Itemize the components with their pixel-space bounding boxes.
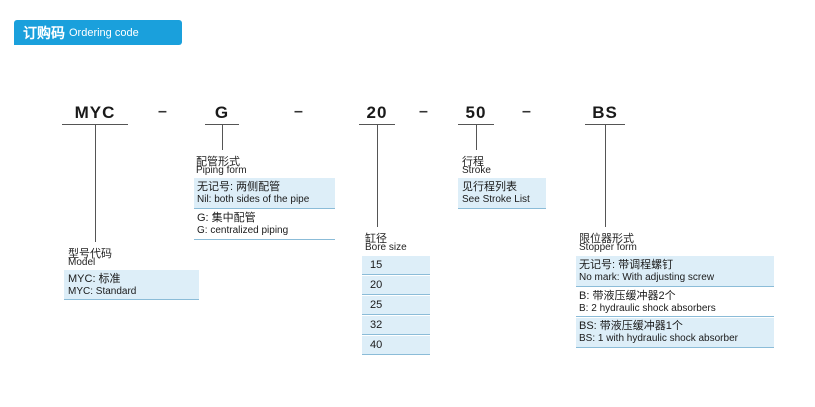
bore-label-en: Bore size <box>365 242 407 253</box>
code-segment-bore: 20 <box>366 103 388 122</box>
option-cn: 无记号: 两侧配管 <box>197 181 281 193</box>
piping-option-g: G: 集中配管 G: centralized piping <box>194 210 335 240</box>
bore-list: 15 20 25 32 40 <box>362 256 430 355</box>
stopper-option-no-mark: 无记号: 带调程螺钉 No mark: With adjusting screw <box>576 256 774 287</box>
option-cn: 见行程列表 <box>462 181 517 193</box>
connector-stroke <box>476 124 477 150</box>
code-segment-piping: G <box>214 103 230 122</box>
stopper-option-b: B: 带液压缓冲器2个 B: 2 hydraulic shock absorbe… <box>576 288 774 317</box>
model-option-standard: MYC: 标准 MYC: Standard <box>64 270 199 300</box>
option-en: B: 2 hydraulic shock absorbers <box>579 303 716 314</box>
option-cn: G: 集中配管 <box>197 212 256 224</box>
option-en: Nil: both sides of the pipe <box>197 194 310 205</box>
stopper-option-bs: BS: 带液压缓冲器1个 BS: 1 with hydraulic shock … <box>576 318 774 348</box>
option-en: No mark: With adjusting screw <box>579 272 715 283</box>
stroke-label-en: Stroke <box>462 165 491 176</box>
stopper-label-en: Stopper form <box>579 242 637 253</box>
code-dash-1: – <box>158 103 167 120</box>
piping-label-en: Piping form <box>196 165 247 176</box>
option-en: BS: 1 with hydraulic shock absorber <box>579 333 738 344</box>
stroke-label-cn: 行程 <box>462 156 484 168</box>
option-cn: MYC: 标准 <box>68 273 121 285</box>
piping-label-cn: 配管形式 <box>196 156 240 168</box>
code-segment-stopper: BS <box>592 103 618 122</box>
bore-value: 32 <box>362 316 430 335</box>
piping-option-nil: 无记号: 两侧配管 Nil: both sides of the pipe <box>194 178 335 209</box>
connector-model <box>95 124 96 242</box>
option-en: See Stroke List <box>462 194 530 205</box>
code-segment-stroke: 50 <box>465 103 487 122</box>
model-label-en: Model <box>68 257 96 268</box>
bore-value: 25 <box>362 296 430 315</box>
code-dash-3: – <box>419 103 428 120</box>
code-dash-2: – <box>294 103 303 120</box>
stopper-label-cn: 限位器形式 <box>579 233 634 245</box>
header-title-cn: 订购码 <box>23 24 65 41</box>
connector-bore <box>377 124 378 227</box>
header-title-en: Ordering code <box>69 26 139 39</box>
section-header: 订购码 Ordering code <box>14 20 182 45</box>
code-dash-4: – <box>522 103 531 120</box>
bore-label-cn: 缸径 <box>365 233 387 245</box>
connector-piping <box>222 124 223 150</box>
option-en: G: centralized piping <box>197 225 289 236</box>
option-cn: B: 带液压缓冲器2个 <box>579 290 676 302</box>
bore-value: 40 <box>362 336 430 355</box>
model-label-cn: 型号代码 <box>68 248 112 260</box>
option-cn: BS: 带液压缓冲器1个 <box>579 320 683 332</box>
option-cn: 无记号: 带调程螺钉 <box>579 259 674 271</box>
bore-value: 20 <box>362 276 430 295</box>
code-segment-model: MYC <box>74 103 116 122</box>
connector-stopper <box>605 124 606 227</box>
option-en: MYC: Standard <box>68 286 137 297</box>
stroke-option: 见行程列表 See Stroke List <box>458 178 546 209</box>
bore-value: 15 <box>362 256 430 275</box>
